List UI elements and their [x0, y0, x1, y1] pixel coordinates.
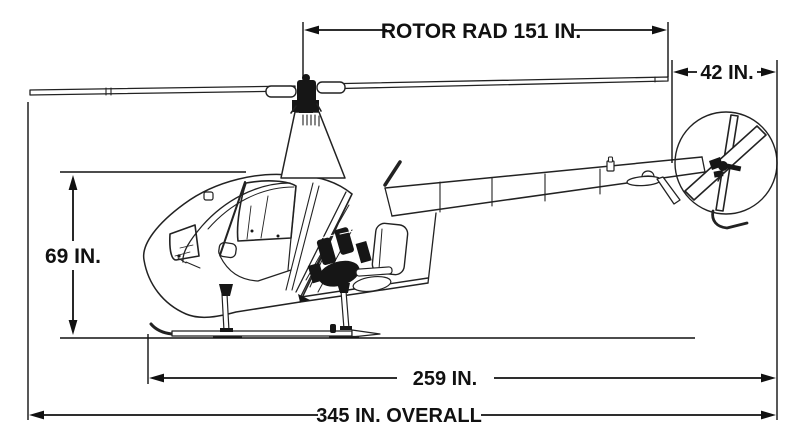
tail-rotor-hub	[709, 157, 742, 178]
horizontal-stabilizer	[626, 175, 662, 187]
rotor-radius-label: ROTOR RAD 151 IN.	[381, 20, 581, 43]
arrow-right-icon	[761, 67, 776, 77]
fuselage-length-label: 259 IN.	[413, 368, 477, 390]
dim-tail-rotor-diameter: 42 IN.	[671, 60, 778, 420]
tail-boom	[384, 156, 706, 217]
dim-overall-height: 69 IN.	[45, 171, 695, 339]
arrow-right-icon	[761, 373, 776, 383]
overall-height-label: 69 IN.	[45, 245, 101, 268]
tail-rotor-diameter-label: 42 IN.	[700, 62, 753, 84]
arrow-up-icon	[68, 175, 78, 190]
main-rotor	[29, 74, 669, 114]
dim-overall-length: 345 IN. OVERALL	[27, 102, 776, 427]
engine-bay	[295, 160, 437, 303]
dim-fuselage-length: 259 IN.	[147, 334, 776, 390]
landing-skids	[149, 283, 381, 339]
mast-fairing	[280, 111, 346, 179]
arrow-right-icon	[761, 410, 776, 420]
arrow-right-icon	[652, 25, 667, 35]
main-rotor-blade-right	[319, 76, 669, 90]
arrow-down-icon	[68, 320, 78, 335]
arrow-left-icon	[673, 67, 688, 77]
tail-rotor	[674, 111, 778, 230]
lower-fin	[656, 176, 681, 205]
tail-skid	[711, 209, 749, 230]
arrow-left-icon	[29, 410, 44, 420]
main-rotor-blade-left	[29, 85, 296, 96]
arrow-left-icon	[304, 25, 319, 35]
overall-length-label: 345 IN. OVERALL	[316, 405, 482, 427]
cabin-canopy	[142, 173, 353, 319]
dim-rotor-radius: ROTOR RAD 151 IN.	[302, 20, 669, 78]
arrow-left-icon	[149, 373, 164, 383]
main-rotor-hub	[265, 74, 346, 114]
